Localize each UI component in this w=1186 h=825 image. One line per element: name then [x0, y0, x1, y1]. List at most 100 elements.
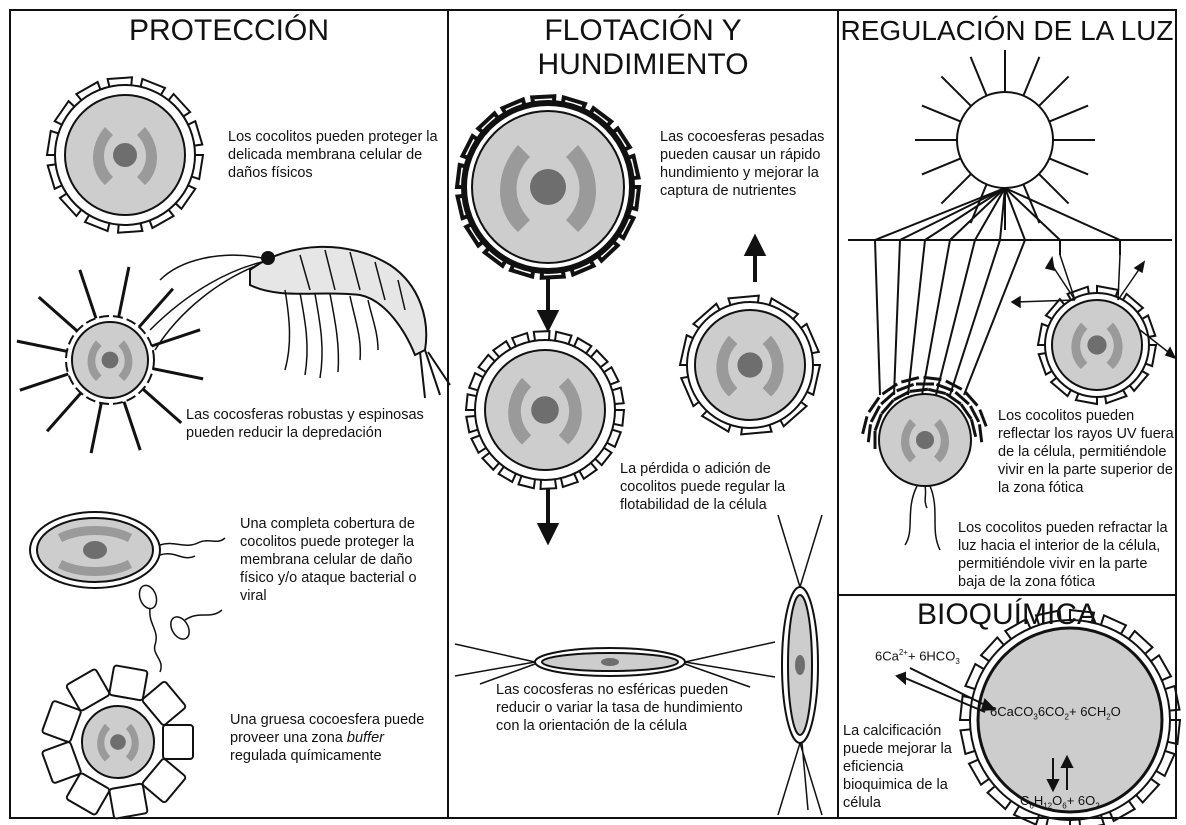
caption-non-spherical: Las cocosferas no esféricas pueden reduc… [496, 681, 766, 735]
eq-top-a: 6CaCO [990, 704, 1033, 719]
eq-input-b: + 6HCO [908, 648, 955, 663]
eq-bottom-d: + 6O [1067, 793, 1096, 808]
sun-ray [941, 76, 971, 106]
spine [124, 402, 140, 450]
sun-ray [971, 57, 987, 96]
thick-coccolith [66, 669, 110, 712]
spine [153, 369, 203, 379]
heavy-coccosphere [457, 96, 639, 278]
eq-bottom-d-sub: 2 [1095, 802, 1099, 811]
spine [17, 341, 67, 351]
dense-coccolith [980, 410, 986, 427]
caption-calcification: La calcificación puede mejorar la eficie… [843, 722, 968, 812]
cell-with-fewer-coccoliths [680, 296, 820, 435]
light-ray [875, 188, 1005, 240]
eq-top-b: 6CO [1038, 704, 1065, 719]
spine [39, 297, 77, 331]
caption-uv-reflection: Los cocolitos pueden reflectar los rayos… [998, 407, 1176, 497]
coccolith [60, 194, 82, 216]
caption-light-refraction: Los cocolitos pueden refractar la luz ha… [958, 519, 1176, 591]
thick-coccolith [142, 758, 187, 803]
caption-buffer-zone: Una gruesa cocoesfera puede proveer una … [230, 711, 435, 765]
panel-title-regulacion: REGULACIÓN DE LA LUZ [838, 14, 1176, 48]
sun-ray [941, 174, 971, 204]
dense-coccolith [901, 378, 919, 382]
dense-coccolith [868, 424, 870, 442]
sun-ray [922, 158, 961, 174]
panel-title-flotacion: FLOTACIÓN Y HUNDIMIENTO [448, 14, 838, 82]
dense-coccolith [980, 424, 982, 442]
dense-coccolith [928, 389, 946, 393]
cell-with-added-coccoliths [466, 331, 624, 489]
eq-bottom-b: H [1034, 793, 1043, 808]
sun [915, 50, 1095, 230]
caption-heavy-sinking: Las cocoesferas pesadas pueden causar un… [660, 128, 830, 200]
equation-products-bottom: C6H12O6+ 6O2 [1020, 793, 1100, 811]
coccolith [965, 664, 984, 689]
thick-coccolith [142, 681, 187, 726]
light-ray-down [894, 240, 900, 395]
equation-products-top: 6CaCO36CO2+ 6CH2O [990, 704, 1121, 722]
shrimp-predator [150, 247, 450, 398]
sun-ray [1049, 158, 1088, 174]
coccolith [188, 121, 202, 145]
dense-coccolith [863, 416, 867, 434]
eq-bottom-b-sub: 12 [1043, 802, 1052, 811]
coccolith [48, 164, 62, 188]
bacteria [136, 583, 222, 672]
light-ray [950, 188, 1005, 240]
spine [80, 270, 96, 318]
dense-coccolith [971, 419, 975, 437]
covered-elliptical-cell [30, 512, 225, 588]
light-ray [1005, 188, 1060, 240]
dense-coccolith [910, 389, 928, 391]
thick-coccolith [163, 725, 193, 759]
eq-input-b-sub: 3 [955, 657, 959, 666]
light-ray-down [908, 240, 925, 395]
sun-ray [1049, 106, 1088, 122]
caption-buoyancy: La pérdida o adición de cocolitos puede … [620, 460, 790, 514]
thick-coccolith [109, 665, 148, 700]
spine [20, 374, 68, 390]
panel-title-flotacion-line2: HUNDIMIENTO [448, 48, 838, 82]
vertical-elongated-cell [778, 515, 822, 815]
spine [91, 403, 101, 453]
eq-input-a: 6Ca [875, 648, 899, 663]
dense-coccolith [924, 377, 942, 379]
panel-title-bioquimica: BIOQUÍMICA [838, 598, 1176, 632]
dense-coccolith [936, 384, 953, 390]
coccolith [1156, 751, 1175, 776]
eq-input-a-sup: 2+ [899, 648, 908, 657]
spiny-cell [17, 267, 203, 453]
thick-coccolith [109, 783, 148, 818]
sun-ray [1039, 174, 1069, 204]
panel-title-flotacion-line1: FLOTACIÓN Y [448, 14, 838, 48]
caption-spiny-predation: Las cocosferas robustas y espinosas pued… [186, 406, 441, 442]
caption-buffer-zone-part1: Una gruesa cocoesfera puede proveer una … [230, 712, 424, 746]
sun-ray [922, 106, 961, 122]
spine [119, 267, 129, 317]
eq-top-d: O [1111, 704, 1121, 719]
spine [139, 289, 173, 327]
caption-buffer-zone-part2: regulada químicamente [230, 748, 382, 764]
light-ray [925, 188, 1005, 240]
thick-coccosphere [42, 665, 193, 819]
coccolith [169, 94, 191, 116]
thick-coccolith [42, 700, 82, 742]
thick-coccolith [66, 773, 110, 816]
light-ray-down [950, 240, 1000, 395]
reflecting-cell [1038, 286, 1156, 404]
caption-buffer-zone-italic: buffer [347, 730, 384, 746]
protected-cell [47, 77, 203, 232]
spine [47, 393, 81, 431]
equation-inputs: 6Ca2++ 6HCO3 [875, 648, 960, 666]
caption-protect-membrane: Los cocolitos pueden proteger la delicad… [228, 128, 438, 182]
spine [143, 389, 181, 423]
caption-bacterial-viral: Una completa cobertura de cocolitos pued… [240, 515, 440, 605]
light-ray-down [964, 240, 1025, 395]
panel-title-proteccion: PROTECCIÓN [10, 14, 448, 48]
sun-ray [1023, 57, 1039, 96]
sun-ray [1039, 76, 1069, 106]
thick-coccolith [42, 741, 82, 783]
